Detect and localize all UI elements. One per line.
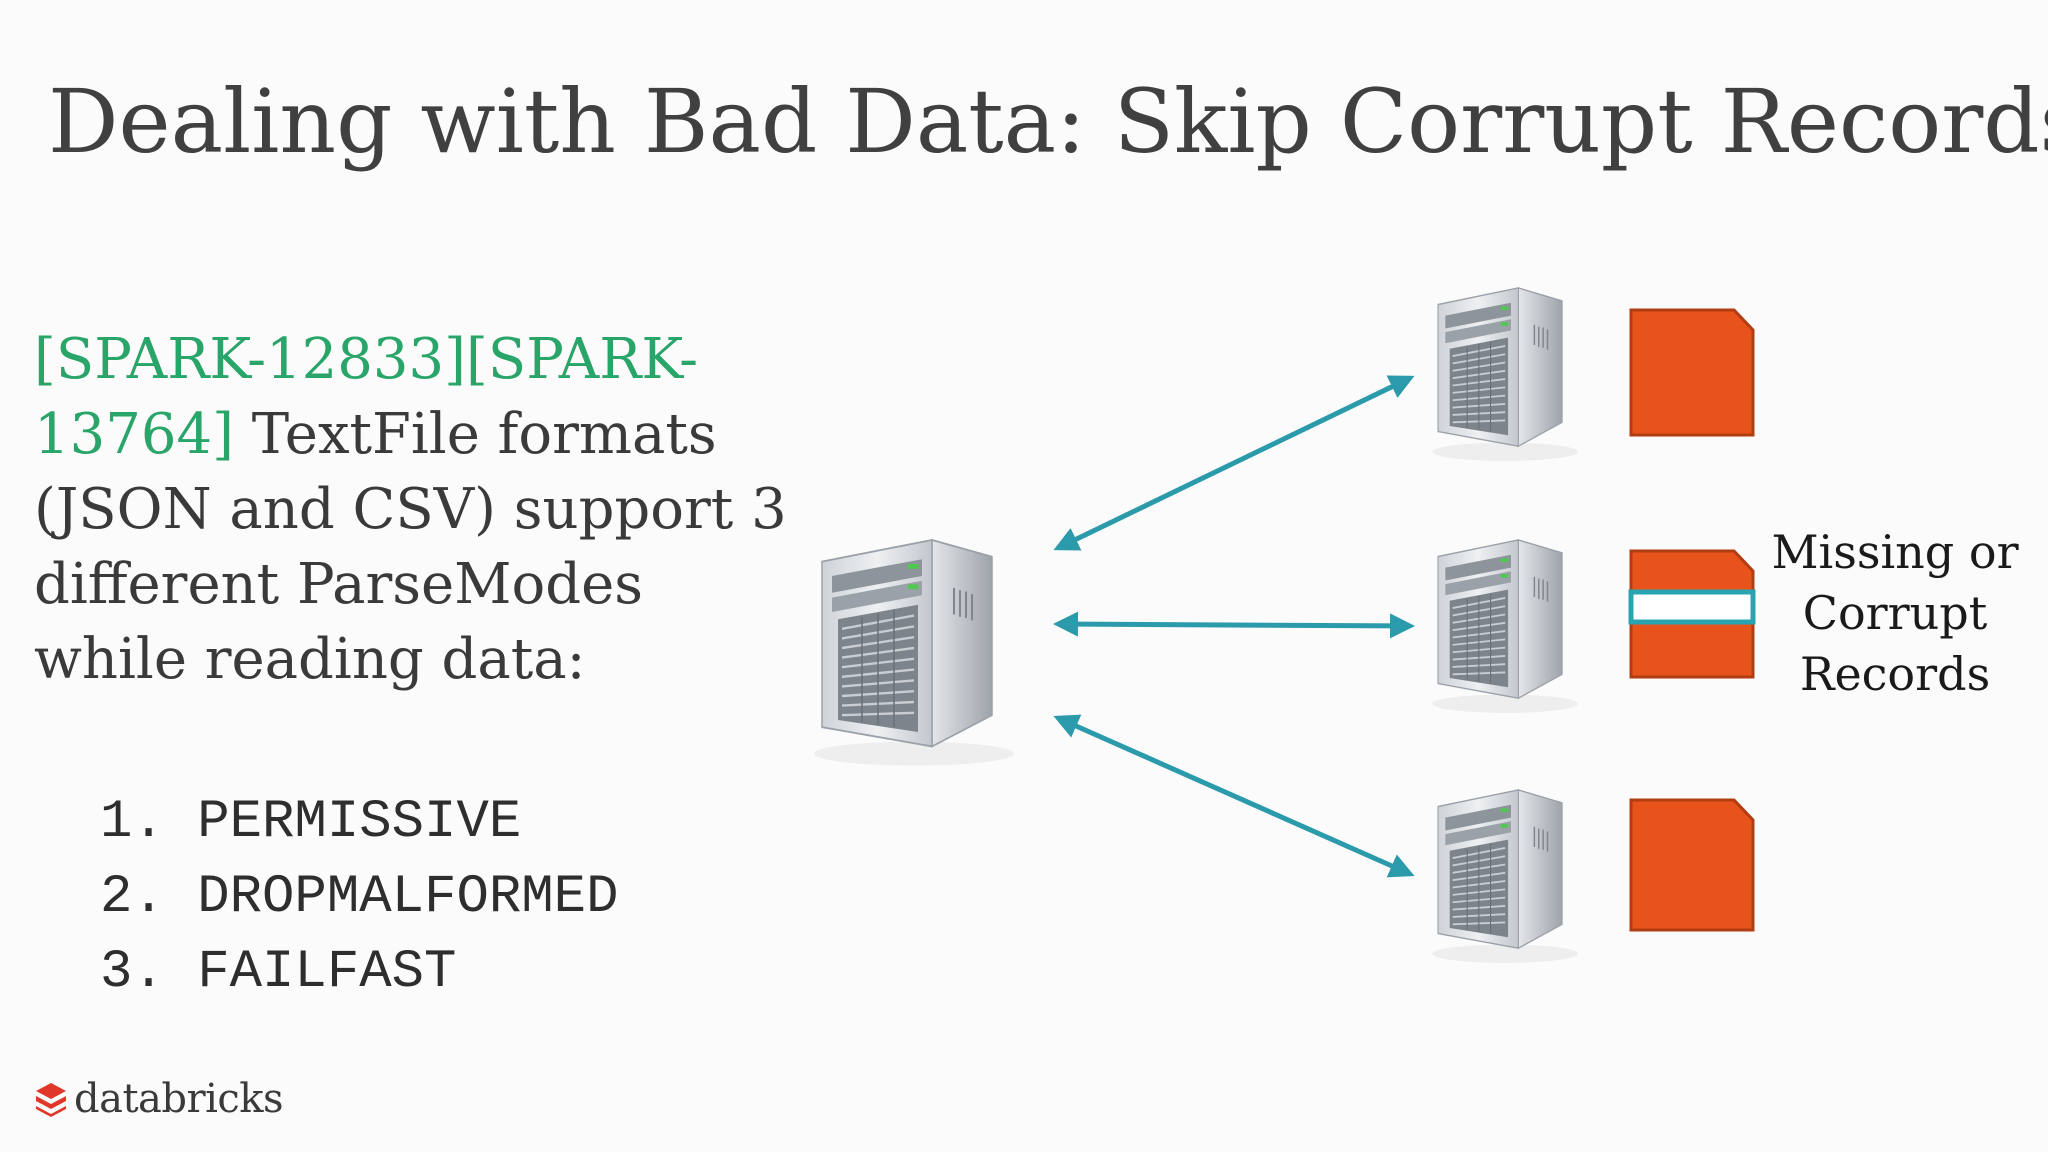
body-line-5: while reading data: xyxy=(34,627,586,692)
body-line-2-text: TextFile formats xyxy=(234,402,717,467)
jira-reference-1: [SPARK-12833][SPARK- xyxy=(34,327,699,392)
data-file-icon xyxy=(1629,308,1755,437)
arrow-to-worker-3 xyxy=(1053,714,1415,878)
arrow-to-worker-2 xyxy=(1053,611,1415,639)
body-line-4: different ParseModes xyxy=(34,552,643,617)
driver-server-icon xyxy=(812,538,1016,767)
parse-mode-item: 1. PERMISSIVE xyxy=(100,792,522,853)
parse-mode-item: 3. FAILFAST xyxy=(100,942,457,1003)
databricks-mark-icon xyxy=(36,1083,66,1117)
body-line-3: (JSON and CSV) support 3 xyxy=(34,477,787,542)
side-label-line: Records xyxy=(1799,647,1991,701)
parse-modes-list: 1. PERMISSIVE 2. DROPMALFORMED 3. FAILFA… xyxy=(100,785,618,1010)
worker-server-icon xyxy=(1431,789,1580,964)
databricks-logo: databricks xyxy=(34,1076,284,1122)
side-label-line: Missing or xyxy=(1771,525,2019,579)
slide-title: Dealing with Bad Data: Skip Corrupt Reco… xyxy=(48,70,2048,173)
worker-server-icon xyxy=(1431,287,1580,462)
body-line-1: [SPARK-12833][SPARK- xyxy=(34,322,794,397)
body-text: [SPARK-12833][SPARK- 13764] TextFile for… xyxy=(34,322,794,697)
worker-server-icon xyxy=(1431,539,1580,714)
corrupt-data-file-icon xyxy=(1628,549,1756,679)
parse-mode-item: 2. DROPMALFORMED xyxy=(100,867,619,928)
missing-or-corrupt-label: Missing or Corrupt Records xyxy=(1760,522,2030,705)
body-line-2: 13764] TextFile formats xyxy=(34,397,794,472)
databricks-wordmark: databricks xyxy=(74,1076,284,1122)
side-label-line: Corrupt xyxy=(1802,586,1988,640)
arrow-to-worker-1 xyxy=(1053,375,1415,551)
jira-reference-2: 13764] xyxy=(34,402,234,467)
data-file-icon xyxy=(1629,798,1755,932)
